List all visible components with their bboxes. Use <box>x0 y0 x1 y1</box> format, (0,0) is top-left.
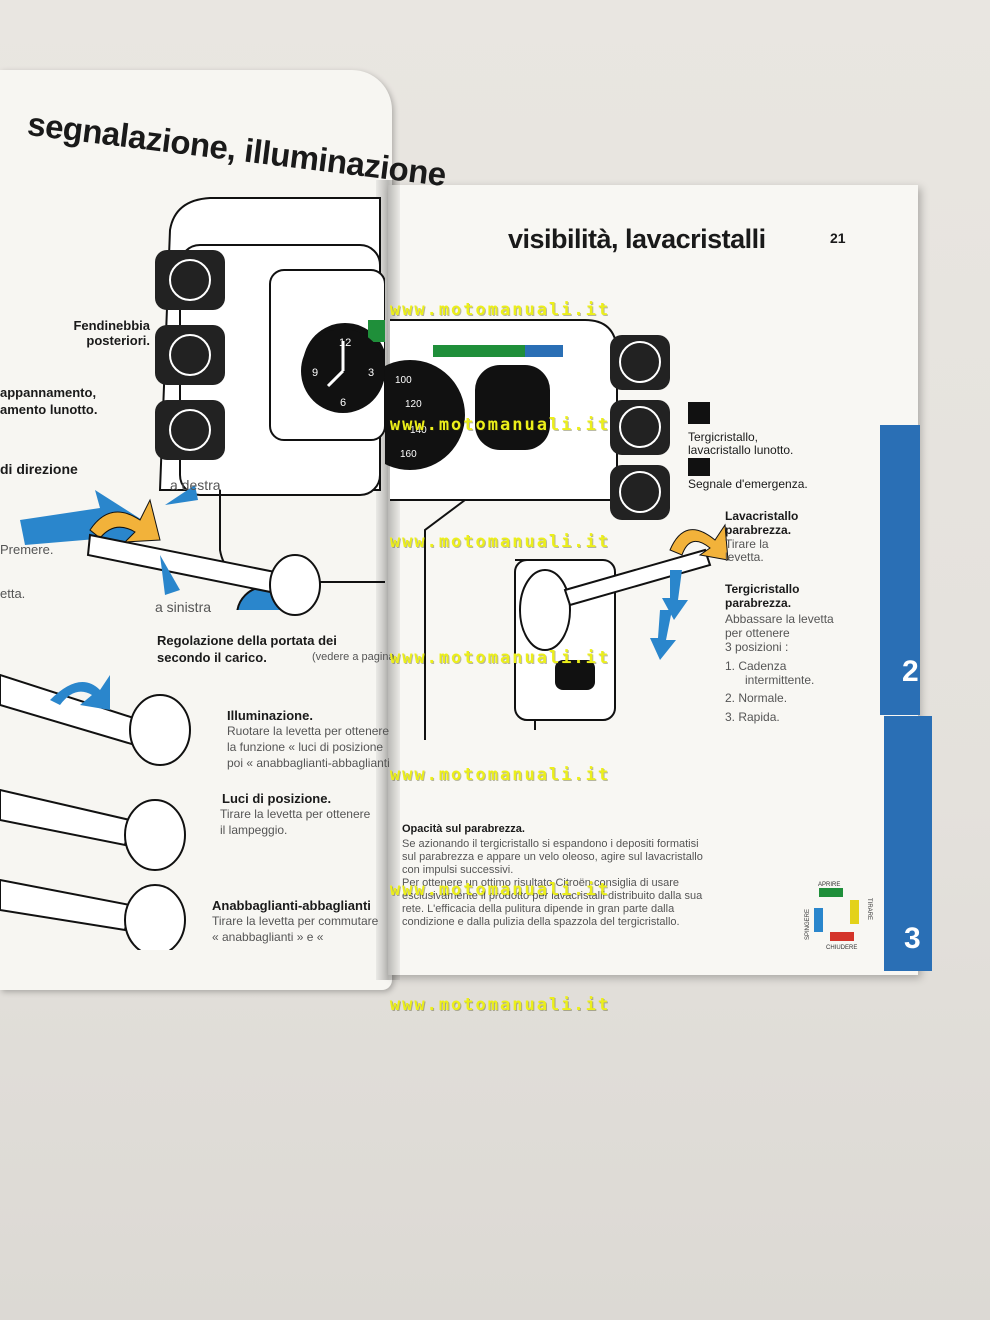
wiper-arrows <box>650 523 729 660</box>
label-pos-2: 2. Normale. <box>725 691 788 705</box>
watermark-7: www.motomanuali.it <box>389 995 611 1015</box>
label-a-destra: a destra <box>170 477 221 493</box>
label-luci-2: il lampeggio. <box>220 823 288 837</box>
legend-spingere: SPINGERE <box>805 909 811 940</box>
label-lava-1: Tirare la <box>725 537 769 551</box>
label-opacita-4: Per ottenere un ottimo risultato Citroën… <box>402 877 679 889</box>
label-a-sinistra: a sinistra <box>155 599 212 615</box>
legend-blue-bar <box>814 908 823 932</box>
label-lava-title-2: parabrezza. <box>725 523 792 537</box>
label-illuminazione-2: la funzione « luci di posizione <box>227 740 384 754</box>
analog-clock: 12 3 6 9 <box>301 329 385 413</box>
watermark-5: www.motomanuali.it <box>389 765 611 785</box>
label-pos-1b: intermittente. <box>745 673 815 687</box>
chapter-tab-2-number: 2 <box>902 655 919 688</box>
speedometer-numbers: 100 120 140 160 <box>395 375 427 460</box>
label-opacita-1: Se azionando il tergicristallo si espand… <box>402 838 699 850</box>
label-luci-1: Tirare la levetta per ottenere <box>220 807 371 821</box>
legend-chiudere: CHIUDERE <box>826 945 857 951</box>
watermark-4: www.motomanuali.it <box>389 648 611 668</box>
speed-160: 160 <box>400 449 417 460</box>
label-tergi-lunotto-1: Tergicristallo, <box>688 430 759 444</box>
label-opacita-6: rete. L'efficacia della pulitura dipende… <box>402 903 675 915</box>
chapter-tab-2 <box>880 425 920 715</box>
clock-numeral-9: 9 <box>312 367 318 379</box>
label-illuminazione-1: Ruotare la levetta per ottenere <box>227 724 390 738</box>
label-opacita-2: sul parabrezza e appare un velo oleoso, … <box>402 851 703 863</box>
label-pos-3: 3. Rapida. <box>725 710 780 724</box>
label-pos-1a: 1. Cadenza <box>725 659 787 673</box>
label-anabbaglianti-2: « anabbaglianti » e « <box>212 930 324 944</box>
chapter-tab-3 <box>884 716 932 971</box>
label-luci-title: Luci di posizione. <box>222 791 332 806</box>
watermark-6: www.motomanuali.it <box>389 880 611 900</box>
label-opacita-title: Opacità sul parabrezza. <box>402 823 525 835</box>
page-number: 21 <box>830 230 846 246</box>
label-tergi-title-2: parabrezza. <box>725 596 792 610</box>
label-tergi-1: Abbassare la levetta <box>725 612 834 626</box>
label-appannamento-1: appannamento, <box>0 385 97 400</box>
label-emergenza: Segnale d'emergenza. <box>688 477 808 491</box>
label-regolazione-1: Regolazione della portata dei <box>157 633 337 648</box>
label-opacita-7: condizione e dalla pulizia della spazzol… <box>402 916 680 928</box>
left-dashboard-illustration <box>155 197 385 610</box>
clock-numeral-3: 3 <box>368 367 374 379</box>
label-tergi-title-1: Tergicristallo <box>725 582 800 596</box>
right-page-title: visibilità, lavacristalli <box>508 224 766 254</box>
speed-100: 100 <box>395 375 412 386</box>
clock-numeral-12: 12 <box>339 337 351 349</box>
label-opacita-5: esclusivamente il prodotto per lavacrist… <box>402 890 703 902</box>
label-tergi-2: per ottenere <box>725 626 790 640</box>
label-direzione: di direzione <box>0 461 78 477</box>
label-appannamento-2: amento lunotto. <box>0 402 98 417</box>
chapter-tab-3-number: 3 <box>904 922 921 955</box>
label-etta: etta. <box>0 586 26 601</box>
label-fendinebbia: Fendinebbia posteriori. <box>73 318 150 348</box>
action-color-legend: APRIRE CHIUDERE TIRARE SPINGERE <box>805 882 872 951</box>
watermark-1: www.motomanuali.it <box>389 300 611 320</box>
legend-red-bar <box>830 932 854 941</box>
label-premere: Premere. <box>0 542 54 557</box>
legend-tirare: TIRARE <box>866 898 872 920</box>
indicator-square-1 <box>688 402 710 424</box>
legend-yellow-bar <box>850 900 859 924</box>
legend-aprire: APRIRE <box>818 882 840 888</box>
watermark-3: www.motomanuali.it <box>389 532 611 552</box>
watermark-2: www.motomanuali.it <box>389 415 611 435</box>
label-anabbaglianti-1: Tirare la levetta per commutare <box>212 914 379 928</box>
label-tergi-lunotto-2: lavacristallo lunotto. <box>688 443 794 457</box>
speed-120: 120 <box>405 399 422 410</box>
clock-numeral-6: 6 <box>340 397 346 409</box>
label-opacita-3: con impulsi successivi. <box>402 864 514 876</box>
label-illuminazione-title: Illuminazione. <box>227 708 313 723</box>
label-tergi-3: 3 posizioni : <box>725 640 789 654</box>
label-lava-title-1: Lavacristallo <box>725 509 799 523</box>
indicator-square-2 <box>688 458 710 476</box>
right-dashboard-illustration <box>385 319 712 740</box>
label-regolazione-2: secondo il carico. <box>157 650 267 665</box>
label-regolazione-3: (vedere a pagina <box>312 651 395 663</box>
left-lever-illustrations <box>0 485 321 950</box>
label-lava-2: levetta. <box>725 550 764 564</box>
label-illuminazione-3: poi « anabbaglianti-abbaglianti <box>227 756 390 770</box>
speed-140: 140 <box>410 425 427 436</box>
label-anabbaglianti-title: Anabbaglianti-abbaglianti <box>212 898 371 913</box>
legend-green-bar <box>819 888 843 897</box>
